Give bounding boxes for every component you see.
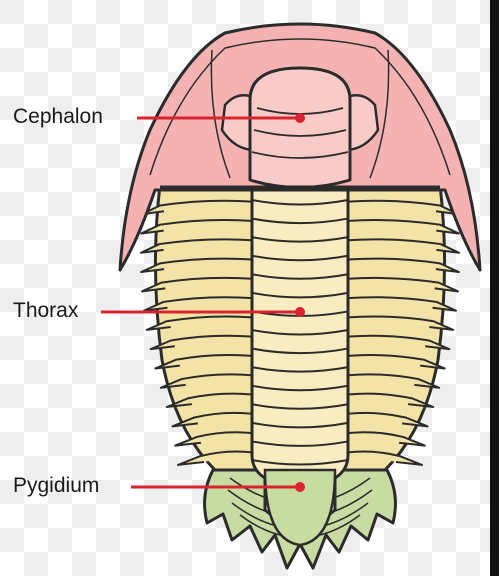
label-pygidium: Pygidium <box>13 474 99 498</box>
label-thorax: Thorax <box>13 299 78 323</box>
label-cephalon: Cephalon <box>13 105 103 129</box>
right-edge-bar <box>490 0 499 576</box>
pygidium-marker-dot <box>295 482 305 492</box>
thorax-marker-dot <box>295 307 305 317</box>
cephalon-marker-dot <box>295 113 305 123</box>
